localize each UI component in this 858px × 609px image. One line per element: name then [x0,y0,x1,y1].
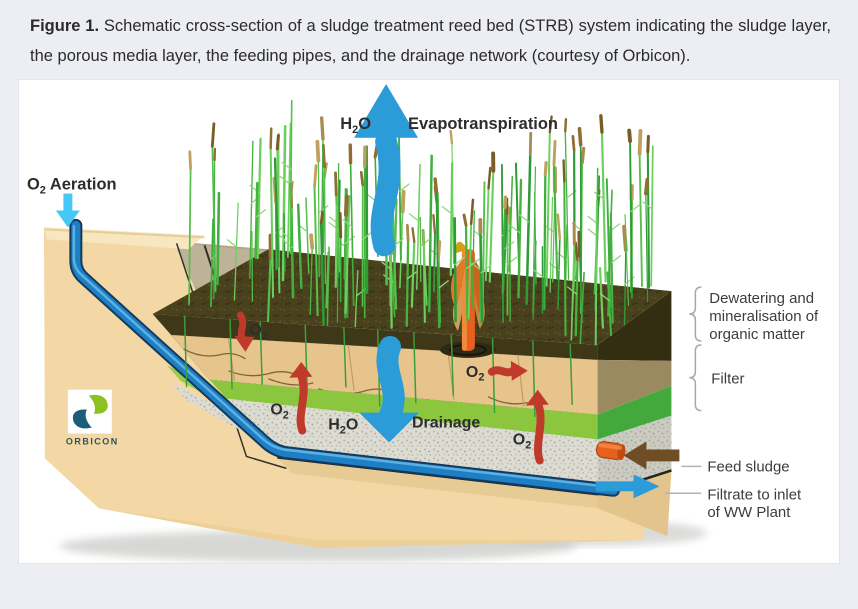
figure-caption-text: Schematic cross-section of a sludge trea… [30,17,831,65]
o2-label-left: O2 [270,402,289,422]
figure-image: ORBICON [18,79,840,564]
feed-sludge-arrow [623,441,680,470]
strb-diagram: ORBICON [27,83,819,563]
dewatering-label-line1: Dewatering and [709,290,814,307]
filter-label: Filter [711,371,744,388]
front-gravel-band [226,398,598,495]
side-green-band [597,385,672,440]
evapotranspiration-label: Evapotranspiration [408,115,558,133]
h2o-evap-label: H2O [340,115,371,136]
orbicon-logo-blue-leaf [72,409,92,429]
side-sand-band [597,359,672,415]
filtrate-arrow [595,474,660,499]
feed-pipe-stub [596,441,626,461]
orbicon-logo-green-leaf [88,394,108,414]
side-sludge-band [597,291,672,361]
figure-caption-label: Figure 1. [30,17,100,35]
dewatering-label-line2: mineralisation of [709,308,819,325]
o2-label-topleft: O2 [249,322,268,342]
filtrate-label-line2: of WW Plant [707,504,791,521]
reed-plants [183,99,654,418]
filtrate-label-line1: Filtrate to inlet [707,486,802,503]
drainage-aeration-pipe [69,218,621,497]
orbicon-logo: ORBICON [66,389,119,446]
drainage-arrow [359,335,420,443]
dewatering-label-line3: organic matter [709,326,805,343]
feed-sludge-label: Feed sludge [707,458,789,475]
o2-label-middle: O2 [466,364,485,384]
orbicon-logo-text: ORBICON [66,436,119,446]
o2-label-right: O2 [513,432,532,452]
front-bottom-strip [277,457,598,509]
aeration-arrow [55,193,80,228]
filter-brace [689,344,702,412]
drainage-label: Drainage [412,415,480,432]
figure-caption: Figure 1. Schematic cross-section of a s… [0,0,858,79]
o2-up-arrow-right [525,389,549,465]
dewatering-brace [689,286,702,342]
o2-up-arrow-left [289,361,313,435]
o2-right-arrow [487,360,528,381]
h2o-drainage-label: H2O [328,417,358,437]
evapotranspiration-arrow [354,83,419,257]
o2-down-arrow [234,311,255,352]
annotation-brackets [665,286,702,495]
